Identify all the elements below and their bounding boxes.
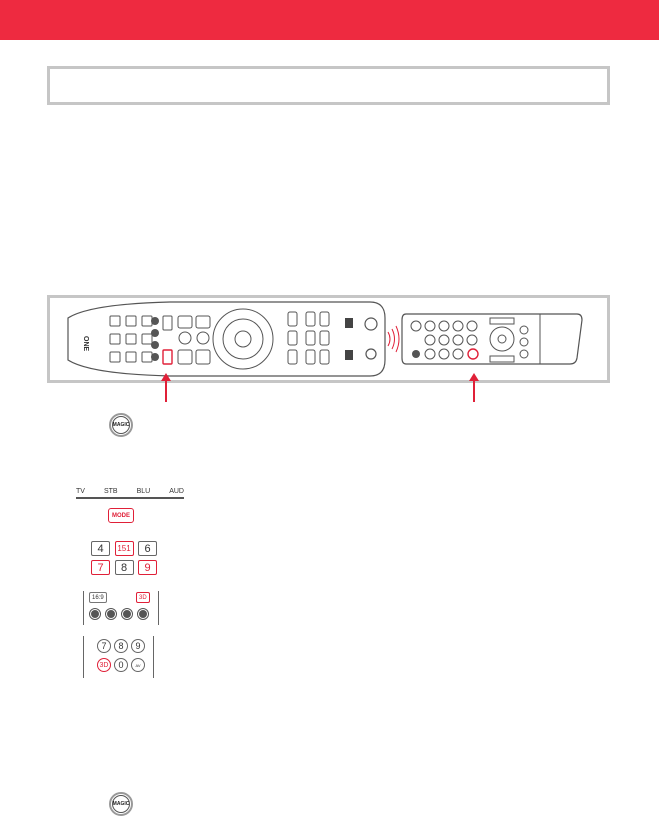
mode-label-tv: TV [76,488,85,495]
remote-power-icon [364,317,378,331]
remote-number-keys [287,311,330,365]
remote-left-buttons [109,315,153,363]
format-keys-illustration: 16:9 3D [83,591,159,625]
color-key-2 [105,608,117,620]
key-7: 7 [91,560,110,575]
orig-key-8: 8 [114,639,128,653]
key-16-9: 16:9 [89,592,107,603]
magic-key-icon-bottom: MAGIC [109,792,133,816]
original-remote-keys-illustration: 7 8 9 3D 0 AV [83,636,154,678]
header-bar [0,0,659,40]
remotes-drawing: ONE [67,301,583,377]
orig-key-7: 7 [97,639,111,653]
original-remote-nav [489,326,515,352]
color-key-3 [121,608,133,620]
section-title-box [47,66,610,105]
mode-button: MODE [108,508,134,523]
ir-signal-icon [387,325,400,353]
number-keys-illustration: 4 151 6 7 8 9 [91,541,157,579]
orig-key-av: AV [131,658,145,672]
mode-label-blu: BLU [136,488,151,495]
remote-brand-logo: ONE [82,336,89,352]
nav-ring-outer [212,308,274,370]
magic-key-label: MAGIC [112,416,130,434]
key-3d: 3D [136,592,150,603]
original-remote-keys [410,320,478,360]
orig-key-3d: 3D [97,658,111,672]
universal-remote-body [67,301,386,377]
key-9: 9 [138,560,157,575]
original-remote-body [401,313,583,365]
key-4: 4 [91,541,110,556]
original-remote-dot-key [412,350,420,358]
mode-selector: TV STB BLU AUD [76,488,184,499]
original-remote-3d-key-highlight [467,348,479,360]
remote-3d-key-highlight [162,349,173,365]
nav-ok-button [234,330,252,348]
remote-16-9-key [162,315,173,331]
remote-mid-buttons [177,315,211,365]
mode-indicator-line [76,497,184,499]
key-6: 6 [138,541,157,556]
mode-label-aud: AUD [169,488,184,495]
color-key-1 [89,608,101,620]
remote-illustration: ONE [47,295,610,383]
remote-dark-key-2 [345,350,353,360]
remote-dark-key-1 [345,318,353,328]
orig-key-9: 9 [131,639,145,653]
color-key-4 [137,608,149,620]
orig-key-0: 0 [114,658,128,672]
remote-color-dots [151,317,159,361]
mode-label-stb: STB [103,488,118,495]
magic-key-icon: MAGIC [109,413,133,437]
key-151: 151 [114,541,134,556]
remote-magic-icon [365,348,377,360]
nav-ring-inner [222,318,264,360]
key-8: 8 [114,560,134,575]
magic-key-label-bottom: MAGIC [112,795,130,813]
